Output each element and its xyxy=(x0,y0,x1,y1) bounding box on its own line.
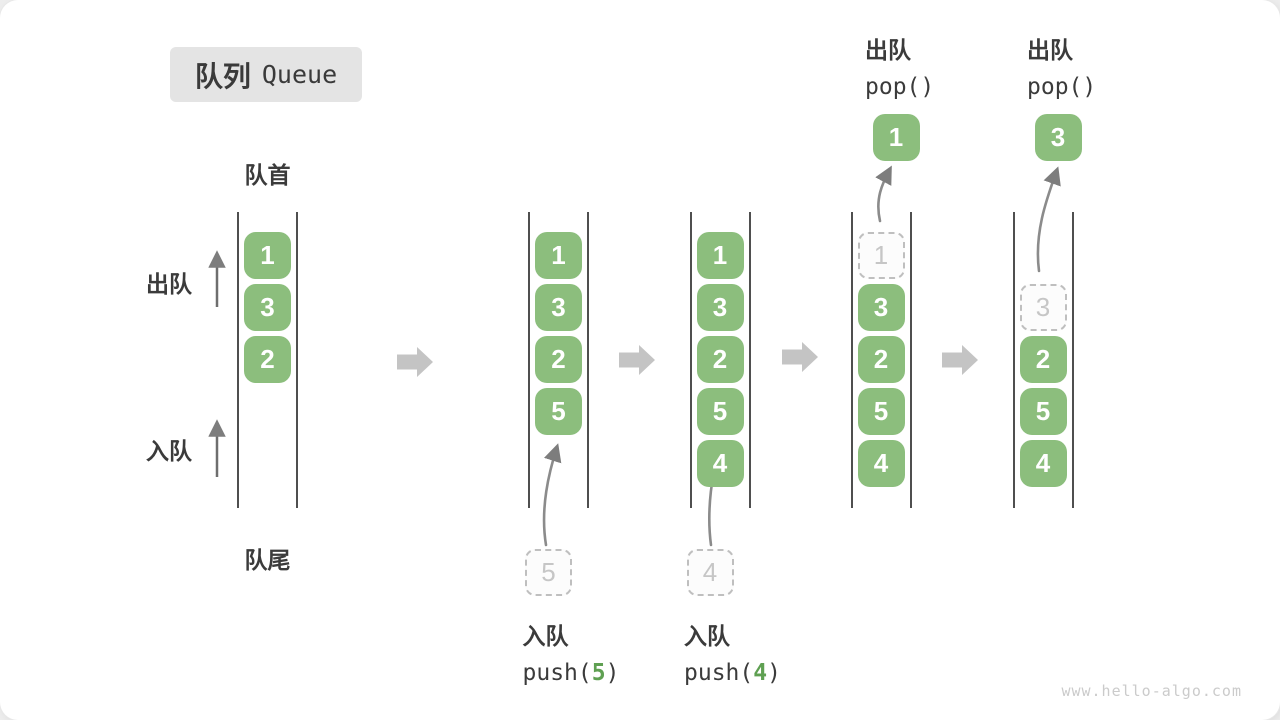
title-badge: 队列 Queue xyxy=(170,47,362,102)
queue-element: 2 xyxy=(1019,336,1067,383)
watermark: www.hello-algo.com xyxy=(1061,682,1242,700)
queue-element: 4 xyxy=(1019,440,1067,487)
queue-element: 3 xyxy=(696,284,744,331)
pop-operation-label: 出队 pop() xyxy=(1027,31,1096,100)
queue-element: 4 xyxy=(696,440,744,487)
transition-arrow-1 xyxy=(397,347,433,377)
label-queue-front: 队首 xyxy=(244,162,291,188)
pop-action-text: 出队 xyxy=(1027,37,1073,63)
label-dequeue-side: 出队 xyxy=(146,271,192,297)
transition-arrow-4 xyxy=(942,345,978,375)
pop-operation-label: 出队 pop() xyxy=(865,31,934,100)
queue-element: 1 xyxy=(535,232,582,279)
push-operation-label: 入队 push(5) xyxy=(523,617,620,686)
queue-element: 2 xyxy=(696,336,744,383)
transition-arrow-3 xyxy=(782,342,818,372)
queue-element: 1 xyxy=(244,232,291,279)
queue-element: 4 xyxy=(857,440,905,487)
push-code-post: ) xyxy=(767,660,781,686)
label-queue-rear: 队尾 xyxy=(244,547,291,573)
queue-walls-state4 xyxy=(850,212,912,508)
queue-element: 1 xyxy=(696,232,744,279)
title-chinese: 队列 xyxy=(194,60,251,92)
pop-action-text: 出队 xyxy=(865,37,911,63)
push-code-post: ) xyxy=(605,660,620,686)
queue-walls-state3 xyxy=(689,212,751,508)
queue-element: 3 xyxy=(857,284,905,331)
push-action-text: 入队 xyxy=(522,623,569,649)
queue-element: 5 xyxy=(696,388,744,435)
transition-arrow-2 xyxy=(619,345,655,375)
queue-element: 3 xyxy=(244,284,291,331)
pushed-ghost-element: 5 xyxy=(525,549,572,596)
queue-element: 5 xyxy=(535,388,582,435)
queue-ghost-element: 1 xyxy=(857,232,905,279)
push-operation-label: 入队 push(4) xyxy=(684,617,781,686)
push-code-text: push(4) xyxy=(684,660,781,686)
queue-element: 2 xyxy=(857,336,905,383)
label-enqueue-side: 入队 xyxy=(146,438,192,464)
pushed-ghost-element: 4 xyxy=(686,549,734,596)
push-code-text: push(5) xyxy=(523,660,620,686)
pop-code-text: pop() xyxy=(865,74,935,100)
queue-walls-state5 xyxy=(1012,212,1074,508)
queue-element: 2 xyxy=(244,336,291,383)
push-code-arg: 5 xyxy=(591,660,606,686)
popped-element: 1 xyxy=(872,114,920,161)
push-code-pre: push( xyxy=(522,660,592,686)
popped-element: 3 xyxy=(1034,114,1082,161)
queue-element: 5 xyxy=(857,388,905,435)
push-code-arg: 4 xyxy=(753,660,768,686)
queue-element: 3 xyxy=(535,284,582,331)
push-action-text: 入队 xyxy=(684,623,730,649)
queue-ghost-element: 3 xyxy=(1019,284,1067,331)
queue-element: 5 xyxy=(1019,388,1067,435)
queue-element: 2 xyxy=(535,336,582,383)
push-code-pre: push( xyxy=(684,660,754,686)
queue-walls-state1 xyxy=(237,212,298,508)
pop-code-text: pop() xyxy=(1027,74,1097,100)
title-english: Queue xyxy=(261,60,338,89)
queue-walls-state2 xyxy=(528,212,589,508)
